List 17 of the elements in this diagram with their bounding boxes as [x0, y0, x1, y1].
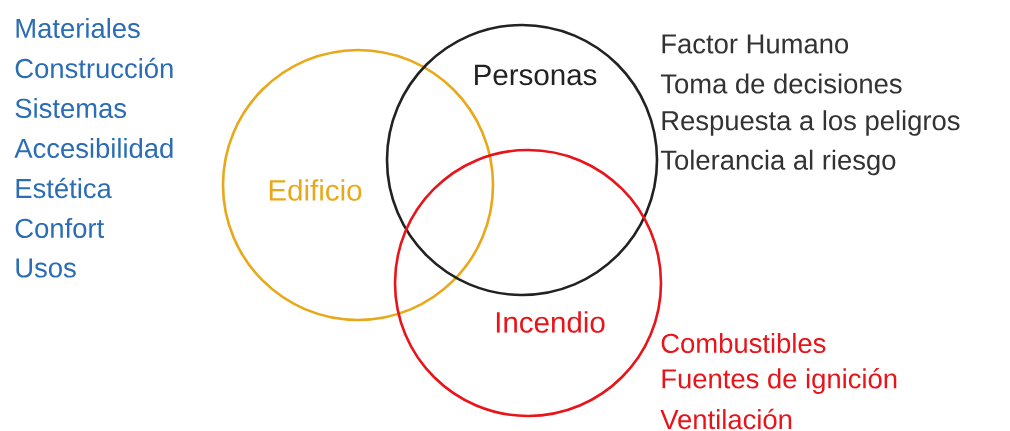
list-item: Respuesta a los peligros	[662, 110, 960, 136]
list-item: Combustibles	[661, 332, 826, 354]
list-item: Ventilación	[660, 408, 792, 430]
list-item: Materiales	[16, 17, 140, 39]
circle-label: Incendio	[496, 311, 605, 333]
list-item: Construcción	[15, 57, 173, 79]
circle-label: Personas	[475, 64, 597, 86]
list-item: Confort	[15, 217, 104, 239]
list-item: Sistemas	[15, 97, 127, 119]
circle-label: Edificio	[269, 179, 362, 201]
list-item: Toma de decisiones	[660, 73, 902, 94]
list-item: Usos	[16, 258, 76, 278]
list-item: Estética	[16, 177, 112, 199]
list-item: Accesibilidad	[14, 137, 173, 159]
list-item: Factor Humano	[662, 34, 849, 54]
list-item: Tolerancia al riesgo	[660, 149, 896, 176]
list-item: Fuentes de ignición	[662, 368, 897, 394]
